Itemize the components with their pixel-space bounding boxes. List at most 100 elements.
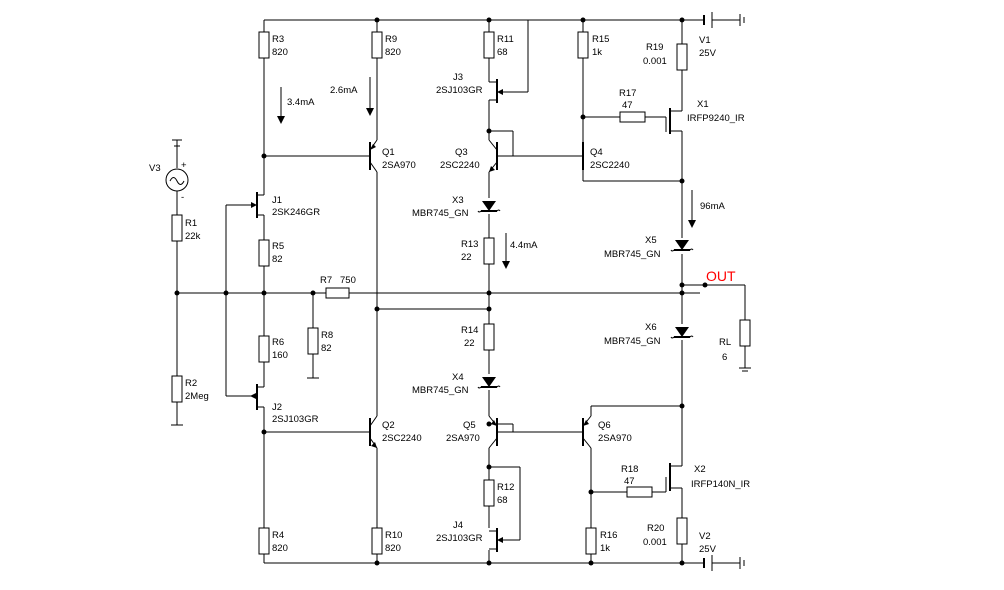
r16-name: R16	[600, 530, 617, 541]
current-arrow-i2: 2.6mA	[330, 77, 374, 116]
r2-name: R2	[185, 378, 197, 389]
r10-value: 820	[385, 543, 401, 554]
rl-name: RL	[719, 337, 731, 348]
x1-value: IRFP9240_IR	[687, 113, 745, 124]
j3-name: J3	[453, 72, 463, 83]
r16-value: 1k	[600, 543, 610, 554]
resistor-rl: RL 6	[719, 319, 751, 363]
transistor-q4: Q4 2SC2240	[575, 140, 630, 172]
diode-x3: X3 MBR745_GN	[412, 195, 501, 219]
diode-x5: X5 MBR745_GN	[604, 235, 694, 260]
junctions	[174, 17, 708, 566]
j1-value: 2SK246GR	[272, 207, 320, 218]
x4-name: X4	[452, 372, 464, 383]
rl-value: 6	[722, 352, 727, 363]
resistor-r7: R7 750	[320, 275, 356, 299]
resistor-r9: R9 820	[371, 31, 401, 59]
resistor-r10: R10 820	[371, 527, 402, 555]
supply-v1: V1 25V	[699, 12, 745, 59]
q6-value: 2SA970	[598, 433, 632, 444]
r18-name: R18	[621, 464, 638, 475]
q5-name: Q5	[463, 420, 476, 431]
supply-v2: V2 25V	[699, 531, 745, 571]
j4-name: J4	[453, 520, 463, 531]
r17-name: R17	[619, 88, 636, 99]
r15-name: R15	[592, 34, 609, 45]
resistor-r5: R5 82	[258, 239, 284, 267]
r7-name: R7	[320, 275, 332, 286]
r5-name: R5	[272, 241, 284, 252]
x5-value: MBR745_GN	[604, 249, 661, 260]
r3-value: 820	[272, 47, 288, 58]
resistor-r3: R3 820	[258, 31, 288, 59]
r7-value: 750	[340, 275, 356, 286]
r10-name: R10	[385, 530, 402, 541]
jfet-j3: J3 2SJ103GR	[436, 72, 505, 103]
x4-value: MBR745_GN	[412, 385, 469, 396]
r5-value: 82	[272, 254, 283, 265]
x1-name: X1	[697, 99, 709, 110]
r18-value: 47	[624, 476, 635, 487]
q5-value: 2SA970	[446, 433, 480, 444]
mosfet-x1: X1 IRFP9240_IR	[665, 99, 745, 134]
transistor-q3: Q3 2SC2240	[440, 139, 505, 173]
current-arrow-i4: 96mA	[688, 190, 725, 228]
q1-value: 2SA970	[382, 160, 416, 171]
resistor-r20: R20 0.001	[643, 517, 688, 548]
transistor-q2: Q2 2SC2240	[362, 415, 422, 449]
diode-x6: X6 MBR745_GN	[604, 322, 694, 347]
r14-name: R14	[461, 325, 478, 336]
x5-name: X5	[645, 235, 657, 246]
r11-value: 68	[497, 47, 508, 58]
x3-name: X3	[452, 195, 464, 206]
j1-name: J1	[272, 195, 282, 206]
v2-value: 25V	[699, 544, 717, 555]
r1-name: R1	[185, 218, 197, 229]
mosfet-x2: X2 IRFP140N_IR	[665, 460, 750, 494]
resistor-r12: R12 68	[483, 479, 514, 507]
current-i3: 4.4mA	[510, 240, 538, 251]
q2-name: Q2	[382, 420, 395, 431]
r12-name: R12	[497, 482, 514, 493]
r4-name: R4	[272, 530, 284, 541]
wires	[176, 19, 746, 564]
resistor-r13: R13 22	[461, 237, 495, 265]
r19-name: R19	[646, 42, 663, 53]
r4-value: 820	[272, 543, 288, 554]
resistor-r18: R18 47	[621, 464, 653, 498]
resistor-r1: R1 22k	[171, 214, 201, 242]
transistor-q5: Q5 2SA970	[446, 415, 505, 449]
resistor-r2: R2 2Meg	[171, 375, 209, 403]
r1-value: 22k	[185, 231, 201, 242]
q4-value: 2SC2240	[590, 160, 630, 171]
x6-name: X6	[645, 322, 657, 333]
r17-value: 47	[622, 100, 633, 111]
current-i1: 3.4mA	[287, 97, 315, 108]
resistor-r11: R11 68	[483, 31, 514, 59]
ground-rl	[739, 367, 751, 372]
resistor-r14: R14 22	[461, 323, 495, 351]
r2-value: 2Meg	[185, 391, 209, 402]
r8-name: R8	[321, 330, 333, 341]
j2-name: J2	[272, 402, 282, 413]
r6-value: 160	[272, 350, 288, 361]
r12-value: 68	[497, 495, 508, 506]
resistor-r19: R19 0.001	[643, 42, 688, 71]
r3-name: R3	[272, 34, 284, 45]
resistor-r17: R17 47	[619, 88, 646, 123]
jfet-j4: J4 2SJ103GR	[436, 520, 505, 552]
resistor-r4: R4 820	[258, 527, 288, 555]
output-label: OUT	[706, 268, 736, 284]
q2-value: 2SC2240	[382, 433, 422, 444]
v1-value: 25V	[699, 48, 717, 59]
transistor-q1: Q1 2SA970	[362, 139, 416, 173]
q3-value: 2SC2240	[440, 160, 480, 171]
r13-name: R13	[461, 239, 478, 250]
v3-minus: -	[181, 192, 184, 203]
v3-name: V3	[149, 163, 161, 174]
j4-value: 2SJ103GR	[436, 533, 483, 544]
resistor-r8: R8 82	[307, 327, 333, 355]
transistor-q6: Q6 2SA970	[575, 415, 632, 449]
r9-name: R9	[385, 34, 397, 45]
